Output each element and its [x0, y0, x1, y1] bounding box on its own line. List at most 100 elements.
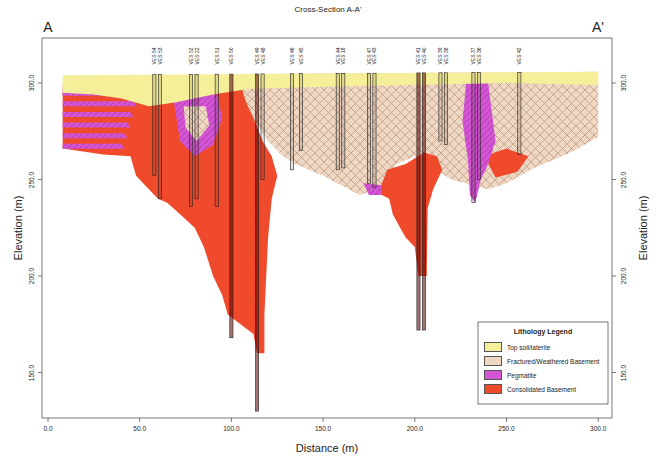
- borehole: [477, 73, 480, 180]
- tick-label: 0.0: [43, 426, 52, 433]
- plot-frame: [42, 38, 612, 418]
- legend-swatch: [484, 370, 502, 380]
- axis-tick: [231, 418, 232, 422]
- borehole-label: VES 47: [366, 48, 371, 65]
- borehole-label: VES 49: [255, 48, 260, 65]
- tick-label: 150.0: [621, 364, 628, 380]
- legend-swatch: [484, 384, 502, 394]
- borehole: [261, 74, 264, 180]
- axis-tick: [139, 418, 140, 422]
- tick-label: 250.0: [621, 171, 628, 187]
- axis-title: Distance (m): [296, 443, 358, 454]
- pegmatite-zone: [63, 133, 128, 138]
- axis-tick: [414, 418, 415, 422]
- borehole-label: VES 22: [194, 48, 199, 65]
- pegmatite-zone: [63, 112, 134, 117]
- axis-tick: [612, 179, 616, 180]
- borehole-label: VES 40: [421, 48, 426, 65]
- borehole-label: VES 18: [341, 48, 346, 65]
- axis-tick: [38, 372, 42, 373]
- tick-label: 300.0: [621, 75, 628, 91]
- tick-label: 200.0: [29, 268, 36, 284]
- axis-title: Elevation (m): [13, 196, 24, 261]
- borehole: [230, 74, 233, 338]
- section-end-label: A': [592, 20, 604, 34]
- borehole: [153, 75, 156, 176]
- legend-entry: Pegmatite: [484, 370, 536, 380]
- borehole-label: VES 36: [476, 48, 481, 65]
- section-end-label: A: [43, 20, 52, 34]
- borehole: [444, 73, 447, 145]
- borehole-label: VES 39: [438, 48, 443, 65]
- legend-swatch: [484, 356, 502, 366]
- axis-tick: [612, 276, 616, 277]
- borehole-label: VES 52: [189, 48, 194, 65]
- tick-label: 250.0: [29, 171, 36, 187]
- consolidated-basement-zone: [378, 152, 442, 276]
- borehole-label: VES 38: [443, 48, 448, 65]
- tick-label: 50.0: [133, 426, 146, 433]
- axis-tick: [598, 418, 599, 422]
- legend-text: Pegmatite: [507, 372, 536, 379]
- borehole-label: VES 54: [152, 48, 157, 65]
- legend-title: Lithology Legend: [514, 328, 572, 335]
- borehole-label: VES 46: [289, 48, 294, 65]
- borehole-label: VES 51: [214, 48, 219, 65]
- borehole-label: VES 37: [471, 48, 476, 65]
- tick-label: 200.0: [407, 426, 423, 433]
- axis-tick: [612, 83, 616, 84]
- legend-text: Consolidated Basement: [507, 386, 576, 393]
- axis-tick: [48, 418, 49, 422]
- borehole: [417, 73, 420, 330]
- legend-entry: Consolidated Basement: [484, 384, 576, 394]
- borehole-label: VES 43: [372, 48, 377, 65]
- borehole: [158, 75, 161, 199]
- legend-text: Top soil/laterite: [507, 344, 550, 351]
- legend-entry: Top soil/laterite: [484, 342, 550, 352]
- pegmatite-zone: [63, 101, 137, 106]
- axis-tick: [38, 83, 42, 84]
- legend-swatch: [484, 342, 502, 352]
- pegmatite-zone: [63, 144, 125, 149]
- axis-tick: [38, 179, 42, 180]
- pegmatite-zone: [63, 123, 131, 128]
- borehole: [189, 74, 192, 206]
- borehole: [299, 74, 302, 151]
- borehole: [336, 73, 339, 169]
- chart-title: Cross-Section A-A': [295, 6, 362, 14]
- borehole: [290, 74, 293, 170]
- borehole-label: VES 41: [416, 48, 421, 65]
- borehole-label: VES 42: [517, 48, 522, 65]
- borehole: [422, 73, 425, 330]
- borehole: [215, 74, 218, 206]
- borehole-label: VES 50: [229, 48, 234, 65]
- axis-tick: [506, 418, 507, 422]
- borehole-label: VES 48: [260, 48, 265, 65]
- legend-text: Fractured/Weathered Basement: [507, 358, 599, 365]
- legend-box: [478, 322, 608, 404]
- borehole: [342, 73, 345, 168]
- axis-title: Elevation (m): [638, 196, 649, 261]
- borehole-label: VES 45: [299, 48, 304, 65]
- tick-label: 150.0: [29, 364, 36, 380]
- tick-label: 250.0: [498, 426, 514, 433]
- axis-tick: [323, 418, 324, 422]
- tick-label: 200.0: [621, 268, 628, 284]
- borehole: [472, 73, 475, 203]
- borehole: [195, 74, 198, 198]
- axis-tick: [38, 276, 42, 277]
- borehole: [255, 74, 258, 411]
- consolidated-basement-zone: [63, 85, 278, 353]
- borehole: [373, 73, 376, 187]
- tick-label: 300.0: [29, 75, 36, 91]
- tick-label: 100.0: [223, 426, 239, 433]
- borehole-label: VES 53: [157, 48, 162, 65]
- legend-entry: Fractured/Weathered Basement: [484, 356, 599, 366]
- tick-label: 300.0: [590, 426, 606, 433]
- borehole: [367, 73, 370, 183]
- borehole-label: VES 44: [335, 48, 340, 65]
- tick-label: 150.0: [315, 426, 331, 433]
- borehole: [518, 72, 521, 154]
